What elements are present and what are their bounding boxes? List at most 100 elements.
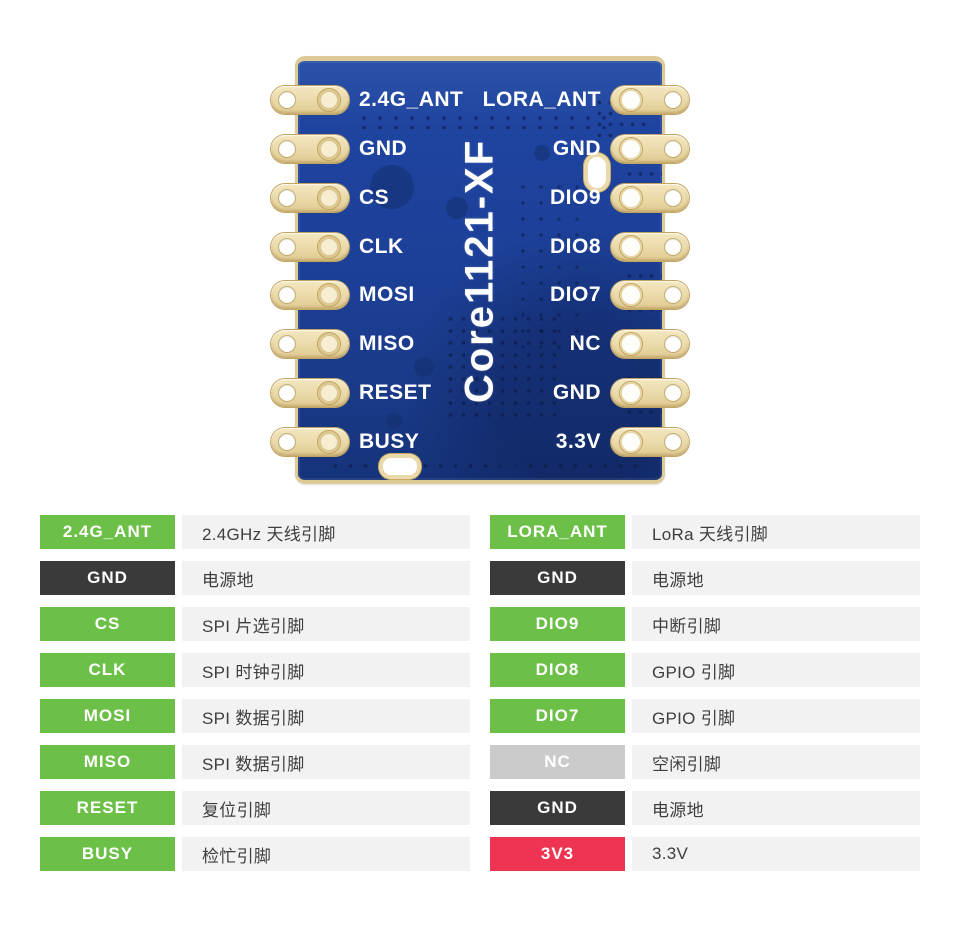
pin-row: RESET xyxy=(271,379,463,408)
copper-pour-decoration xyxy=(534,145,550,161)
pin-badge: DIO7 xyxy=(490,699,625,733)
pad-hole-icon xyxy=(665,287,681,304)
pad-hole-icon xyxy=(279,385,295,402)
pad-ring-icon xyxy=(318,382,340,405)
pad-hole-icon xyxy=(665,92,681,108)
pin-description: 3.3V xyxy=(632,837,920,871)
pad-hole-icon xyxy=(665,433,681,450)
pad-ring-icon xyxy=(620,186,642,209)
pin-badge: GND xyxy=(490,561,625,595)
pad-hole-icon xyxy=(279,287,295,304)
left-pin-column: 2.4G_ANT GND CS CLK MOSI MISO xyxy=(271,86,463,456)
castellated-pad-icon xyxy=(271,232,349,261)
table-row: LORA_ANT LoRa 天线引脚 xyxy=(490,515,920,549)
table-row: DIO9 中断引脚 xyxy=(490,607,920,641)
pin-badge: LORA_ANT xyxy=(490,515,625,549)
pad-ring-icon xyxy=(318,333,340,356)
castellated-pad-icon xyxy=(271,86,349,114)
pin-badge: BUSY xyxy=(40,837,175,871)
pin-description: 电源地 xyxy=(182,561,470,595)
copper-pour-decoration xyxy=(386,413,402,429)
pcb-module: Core1121-XF 2.4G_ANT GND CS CLK MOSI xyxy=(271,56,689,484)
pin-label: NC xyxy=(569,332,601,356)
solder-slot-icon xyxy=(383,458,417,475)
table-row: GND 电源地 xyxy=(490,791,920,825)
pin-description: SPI 数据引脚 xyxy=(182,699,470,733)
pin-badge: GND xyxy=(490,791,625,825)
legend-column-right: LORA_ANT LoRa 天线引脚 GND 电源地 DIO9 中断引脚 DIO… xyxy=(490,515,920,883)
pad-hole-icon xyxy=(279,433,295,450)
pin-row: GND xyxy=(271,134,463,163)
via-dots-decoration xyxy=(514,179,592,361)
pin-description: GPIO 引脚 xyxy=(632,699,920,733)
pin-description: SPI 时钟引脚 xyxy=(182,653,470,687)
copper-pour-decoration xyxy=(498,433,520,471)
pin-row: MISO xyxy=(271,330,463,359)
table-row: 2.4G_ANT 2.4GHz 天线引脚 xyxy=(40,515,470,549)
castellated-pad-icon xyxy=(611,86,689,114)
table-row: 3V3 3.3V xyxy=(490,837,920,871)
pin-row: GND xyxy=(483,379,689,408)
table-row: MISO SPI 数据引脚 xyxy=(40,745,470,779)
pad-ring-icon xyxy=(318,430,340,453)
table-row: RESET 复位引脚 xyxy=(40,791,470,825)
pad-hole-icon xyxy=(279,92,295,108)
pin-label: DIO8 xyxy=(549,234,601,258)
pin-description: 复位引脚 xyxy=(182,791,470,825)
pin-badge: NC xyxy=(490,745,625,779)
pin-label: GND xyxy=(359,136,408,160)
pad-hole-icon xyxy=(665,189,681,206)
pad-hole-icon xyxy=(665,140,681,157)
pin-description: 2.4GHz 天线引脚 xyxy=(182,515,470,549)
castellated-pad-icon xyxy=(611,134,689,163)
pin-label: CLK xyxy=(359,234,404,258)
via-dots-decoration xyxy=(328,461,646,474)
pad-hole-icon xyxy=(279,189,295,206)
pin-row: BUSY xyxy=(271,427,463,456)
pin-label: DIO9 xyxy=(549,185,601,209)
pin-label: GND xyxy=(552,136,601,160)
pad-hole-icon xyxy=(279,238,295,255)
castellated-pad-icon xyxy=(271,427,349,456)
castellated-pad-icon xyxy=(611,330,689,359)
pin-badge: MOSI xyxy=(40,699,175,733)
table-row: BUSY 检忙引脚 xyxy=(40,837,470,871)
copper-pour-decoration xyxy=(634,355,660,381)
castellated-pad-icon xyxy=(271,330,349,359)
pin-row: CLK xyxy=(271,232,463,261)
pad-ring-icon xyxy=(620,284,642,307)
castellated-pad-icon xyxy=(271,134,349,163)
pad-ring-icon xyxy=(620,89,642,111)
pin-description: SPI 片选引脚 xyxy=(182,607,470,641)
pin-row: DIO7 xyxy=(483,281,689,310)
pin-description: SPI 数据引脚 xyxy=(182,745,470,779)
pad-ring-icon xyxy=(620,235,642,258)
table-row: GND 电源地 xyxy=(40,561,470,595)
pin-description: 电源地 xyxy=(632,561,920,595)
pad-hole-icon xyxy=(279,336,295,353)
pin-row: 2.4G_ANT xyxy=(271,86,463,114)
table-row: NC 空闲引脚 xyxy=(490,745,920,779)
pin-label: MISO xyxy=(359,332,415,356)
pin-label: CS xyxy=(359,185,390,209)
pin-badge: 2.4G_ANT xyxy=(40,515,175,549)
pin-badge: GND xyxy=(40,561,175,595)
pin-description: 检忙引脚 xyxy=(182,837,470,871)
castellated-pad-icon xyxy=(611,183,689,212)
pad-ring-icon xyxy=(318,137,340,160)
pin-label: DIO7 xyxy=(549,283,601,307)
table-row: CS SPI 片选引脚 xyxy=(40,607,470,641)
pad-ring-icon xyxy=(620,333,642,356)
pin-badge: CS xyxy=(40,607,175,641)
castellated-pad-icon xyxy=(611,281,689,310)
pin-badge: MISO xyxy=(40,745,175,779)
table-row: DIO7 GPIO 引脚 xyxy=(490,699,920,733)
pin-badge: DIO9 xyxy=(490,607,625,641)
copper-pour-decoration xyxy=(446,197,468,219)
pad-hole-icon xyxy=(665,336,681,353)
castellated-pad-icon xyxy=(271,379,349,408)
pin-legend: 2.4G_ANT 2.4GHz 天线引脚 GND 电源地 CS SPI 片选引脚… xyxy=(40,515,920,883)
pin-label: RESET xyxy=(359,381,432,405)
castellated-pad-icon xyxy=(271,183,349,212)
